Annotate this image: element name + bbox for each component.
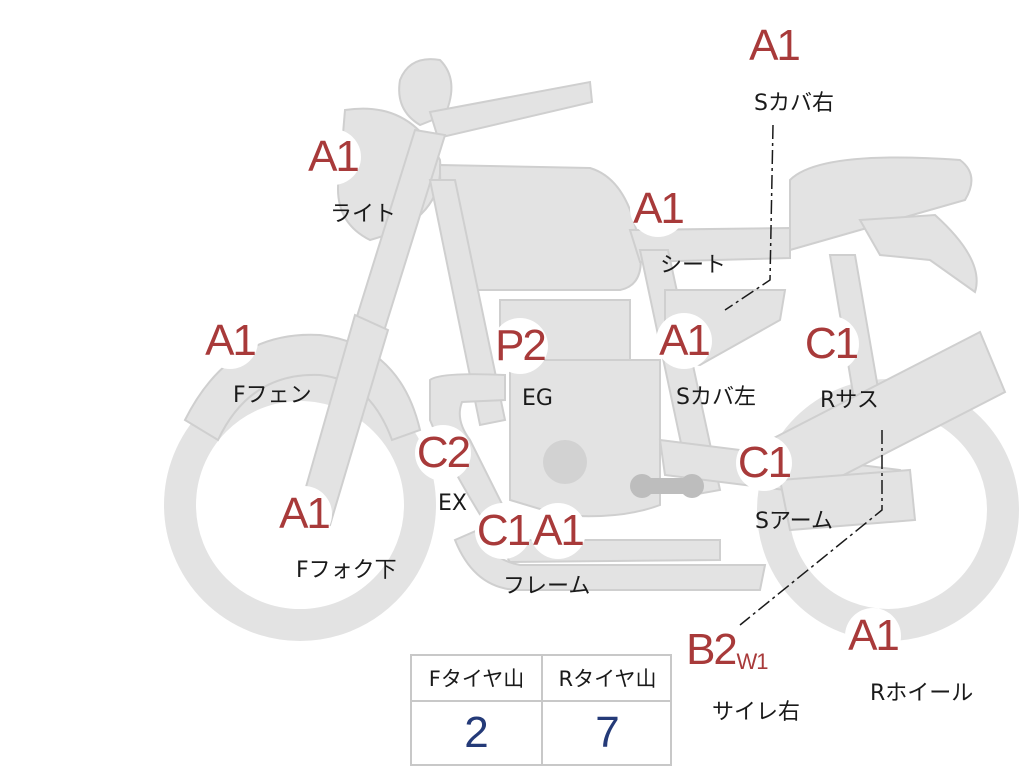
- grade-badge-silencer-right: B2: [683, 622, 739, 678]
- grade-badge-r-wheel: A1: [845, 608, 901, 664]
- tire-table-divider-v: [541, 656, 543, 764]
- part-label-r-suspension: Rサス: [820, 388, 879, 413]
- frame-rear-tube: [638, 249, 722, 497]
- front-wheel: [164, 369, 436, 641]
- frame-downtube: [428, 179, 507, 427]
- part-label-engine: EG: [522, 386, 553, 411]
- grade-badge-seat: A1: [630, 181, 686, 237]
- frame-backbone: [628, 226, 791, 264]
- rear-fender: [858, 213, 978, 294]
- engine-cover: [543, 440, 587, 484]
- part-label-seat: シート: [660, 253, 727, 278]
- handlebar-bar: [428, 80, 594, 140]
- grade-badge-frame-2: A1: [530, 503, 586, 559]
- grade-badge-engine: P2: [492, 318, 548, 374]
- front-fork-lower: [296, 313, 390, 527]
- grade-badge-f-fork-lower: A1: [276, 486, 332, 542]
- part-label-f-fender: Fフェン: [233, 383, 312, 408]
- tire-table-value-rear: 7: [595, 708, 620, 757]
- part-label-frame: フレーム: [503, 574, 591, 599]
- part-label-s-arm: Sアーム: [755, 509, 833, 534]
- handlebar: [398, 58, 453, 127]
- grade-badge-s-cover-left: A1: [656, 313, 712, 369]
- part-label-exhaust: EX: [438, 491, 467, 516]
- seat: [789, 156, 973, 252]
- grade-badge-light: A1: [305, 129, 361, 185]
- tire-table-value-front: 2: [464, 708, 489, 757]
- leader-line-silencer-right: [739, 430, 883, 626]
- grade-badge-exhaust: C2: [415, 425, 471, 481]
- grade-badge-s-cover-right: A1: [746, 18, 802, 74]
- part-label-f-fork-lower: Fフォク下: [296, 558, 397, 583]
- leader-line-s-cover-right: [724, 124, 774, 311]
- tire-table-header-rear: Rタイヤ山: [558, 667, 657, 691]
- part-label-s-cover-left: Sカバ左: [676, 385, 756, 410]
- tire-table-header-front: Fタイヤ山: [428, 667, 525, 691]
- part-label-light: ライト: [330, 202, 397, 227]
- part-label-s-cover-right: Sカバ右: [754, 91, 834, 116]
- grade-badge-frame-1: C1: [475, 503, 531, 559]
- grade-badge-s-arm: C1: [736, 435, 792, 491]
- grade-badge-f-fender: A1: [202, 313, 258, 369]
- part-label-silencer-right: サイレ右: [712, 700, 801, 725]
- tire-tread-table: Fタイヤ山 Rタイヤ山 2 7: [410, 654, 672, 766]
- part-label-r-wheel: Rホイール: [870, 681, 974, 706]
- subgrade-badge-silencer-right: W1: [735, 645, 769, 679]
- grade-badge-r-suspension: C1: [803, 316, 859, 372]
